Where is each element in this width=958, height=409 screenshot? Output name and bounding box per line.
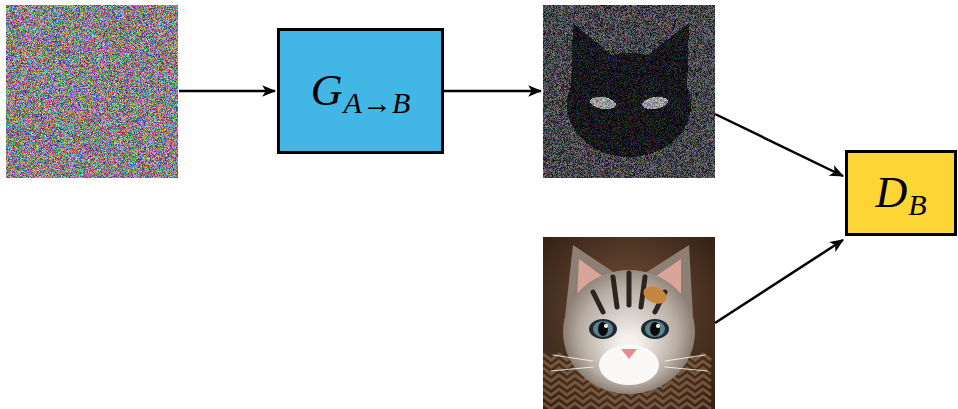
arrow — [444, 90, 541, 93]
real-cat-image — [543, 237, 715, 409]
generated-cat-image — [543, 5, 715, 178]
discriminator-box: DB — [845, 150, 957, 236]
arrow — [179, 90, 275, 93]
symbol-letter: D — [875, 171, 907, 215]
symbol-subscript: A→B — [344, 88, 411, 118]
symbol-letter: G — [311, 69, 343, 113]
generator-box: GA→B — [277, 28, 444, 154]
arrow — [715, 240, 843, 323]
noise-image — [6, 5, 178, 178]
arrow — [715, 114, 843, 176]
symbol-subscript: B — [908, 190, 926, 220]
